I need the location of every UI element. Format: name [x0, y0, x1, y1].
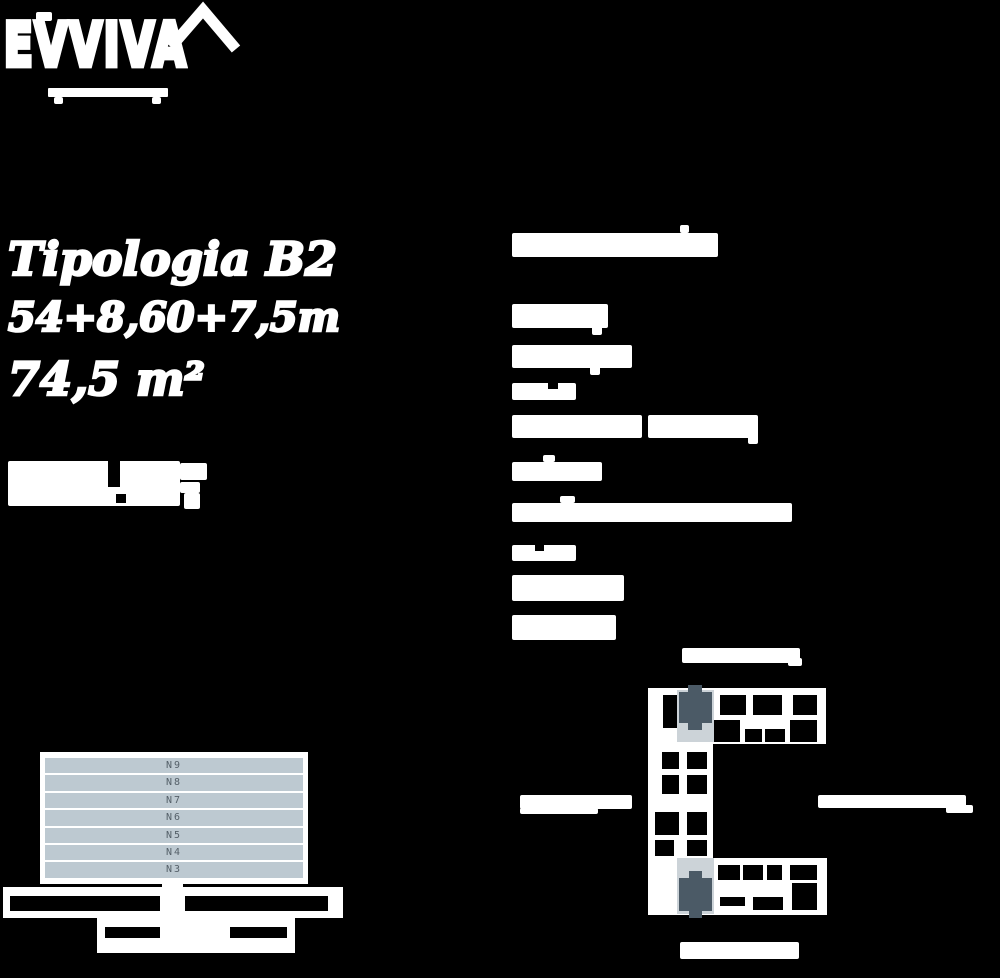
- floor-plan-top: [648, 685, 826, 806]
- left-side-label-sub: [520, 808, 598, 814]
- feature-line-blob: [512, 545, 576, 561]
- areas-formula: 54+8,60+7,5m: [7, 293, 342, 343]
- brand-logo-text: EVVIVA: [2, 7, 188, 82]
- feature-line-blob: [512, 304, 608, 328]
- feature-line-blob: [512, 503, 792, 522]
- feature-line-blob: [512, 462, 602, 481]
- feature-line-accent: [560, 496, 575, 503]
- floor-row-n7[interactable]: N7: [45, 792, 303, 809]
- feature-line-blob: [512, 615, 616, 640]
- floor-row-n5[interactable]: N5: [45, 827, 303, 843]
- house-roof-icon: [166, 1, 241, 53]
- highlighted-unit-top-plan[interactable]: [679, 692, 712, 723]
- bottom-plan-label-blob: [680, 942, 799, 959]
- floor-row-n8[interactable]: N8: [45, 775, 303, 791]
- top-plan-label-nub: [788, 658, 802, 666]
- total-area: 74,5 m²: [7, 351, 206, 408]
- feature-line-blob: [512, 345, 632, 368]
- features-heading-blob: [512, 233, 718, 257]
- top-plan-label-blob: [682, 648, 800, 663]
- logo-tagline-blob: [48, 88, 168, 97]
- highlighted-unit-tab: [688, 722, 702, 730]
- highlighted-unit-tab: [688, 685, 702, 692]
- floor-row-n3[interactable]: N3: [45, 862, 303, 878]
- typology-title: Tipologia B2: [7, 231, 339, 288]
- feature-line-blob: [512, 383, 576, 400]
- highlighted-unit-tab: [689, 911, 702, 918]
- right-side-label-blob: [818, 795, 966, 808]
- left-side-label-blob: [520, 795, 632, 809]
- feature-line-blob: [648, 415, 758, 438]
- logo-tagline-tick: [152, 97, 161, 104]
- highlighted-unit-tab: [689, 871, 702, 878]
- right-side-label-nub: [946, 805, 973, 813]
- feature-line-nub: [590, 366, 600, 375]
- floor-row-n9[interactable]: N9: [45, 758, 303, 774]
- floor-plan-bottom: [648, 806, 827, 918]
- highlighted-unit-bottom-plan[interactable]: [679, 878, 712, 911]
- feature-line-blob: [512, 415, 642, 438]
- floor-row-n6[interactable]: N6: [45, 810, 303, 826]
- features-heading-accent: [680, 225, 689, 233]
- feature-line-nub: [748, 434, 758, 444]
- feature-line-accent: [543, 455, 555, 462]
- brand-logo: EVVIVA: [0, 0, 260, 110]
- logo-tagline-tick: [54, 97, 63, 104]
- feature-line-nub: [592, 326, 602, 335]
- floor-row-n4[interactable]: N4: [45, 844, 303, 861]
- feature-line-blob: [512, 575, 624, 601]
- logo-accent: [36, 12, 52, 21]
